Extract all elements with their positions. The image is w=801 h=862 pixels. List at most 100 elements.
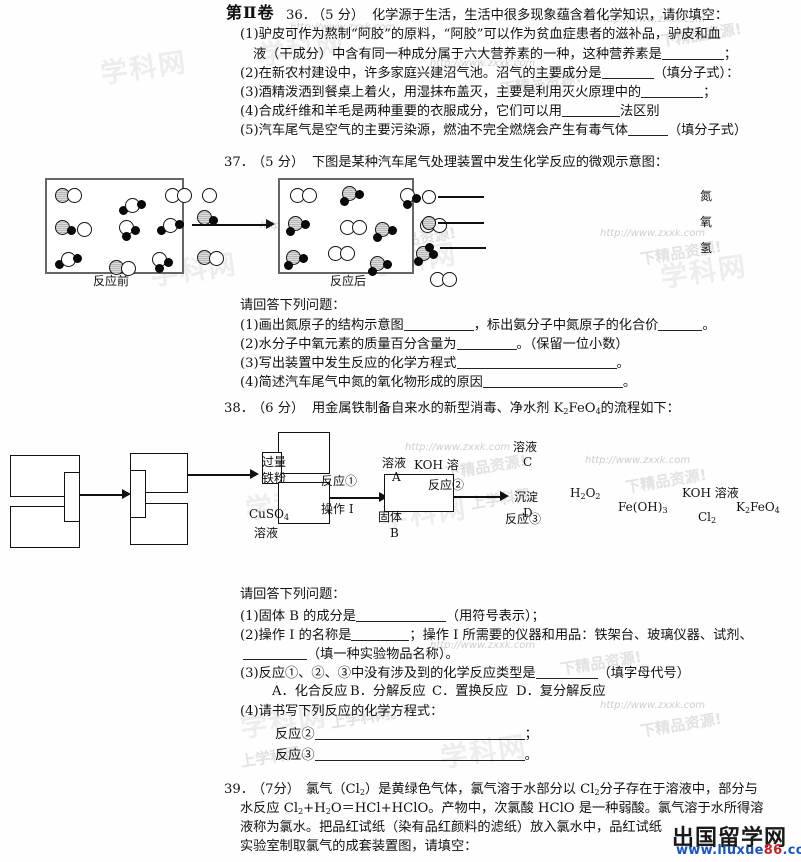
q36-item-4: (4)合成纤维和羊毛是两种重要的衣服成分，它们可以用 法区别 (240, 104, 660, 119)
q39-number: 39． (224, 782, 254, 797)
q39-line-4: 实验室制取氯气的成套装置图，请填空： (240, 839, 478, 854)
q38-choice-d[interactable]: D．复分解反应 (516, 684, 606, 699)
flow-reagent-cl2: Cl2 (698, 510, 717, 525)
atom-black (340, 197, 349, 206)
q38-eq-3: 反应③。 (275, 748, 538, 763)
q38-score: （6 分） (252, 401, 305, 416)
atom-black (373, 233, 382, 242)
atom-black (383, 260, 392, 269)
atom-black (429, 250, 438, 259)
flow-reagent-feoh3: Fe(OH)3 (618, 500, 668, 515)
flow-arrow-4-line (454, 496, 502, 499)
q37-item-4-tail: 。 (622, 375, 637, 390)
q38-choice-b[interactable]: B．分解反应 (350, 684, 426, 699)
watermark-url: http://www.zxxk.com (600, 228, 706, 239)
flow-reagent-h2o2: H2O2 (570, 486, 601, 501)
q37-score: （5 分） (252, 155, 305, 170)
q38-item-2-cont-text: （填一种实验物品名称）。 (307, 647, 459, 662)
flow-box-6 (130, 470, 146, 518)
flow-label-precipitate-d: 沉淀 (514, 490, 539, 504)
q38-item-1-pre: (1)固体 B 的成分是 (240, 609, 356, 624)
q36-item-1b-text: 液（干成分）中含有同一种成分属于六大营养素的一种，这种营养素是 (253, 47, 662, 62)
flow-box-7 (278, 432, 330, 474)
atom-black (403, 200, 412, 209)
q38-stem-sub1: 2 (563, 407, 569, 416)
q38-stem-post: 的流程如下： (600, 401, 680, 416)
q38-item-1: (1)固体 B 的成分是（用符号表示）； (240, 609, 545, 624)
watermark-url: http://www.zxxk.com (585, 455, 691, 466)
q36-item-4-tail: 法区别 (620, 104, 660, 119)
q36-item-3-tail: ； (703, 85, 717, 100)
logo-url-accent: 86 (763, 843, 783, 858)
atom-white (352, 220, 367, 235)
q36-item-1b-tail: ； (723, 47, 737, 62)
legend-swatch-nitrogen (422, 190, 436, 204)
before-label: 反应前 (93, 274, 130, 288)
flow-arrow-4-head (500, 491, 509, 501)
q39-line-1: 氯气（Cl2）是黄绿色气体，氯气溶于水部分以 Cl2分子存在于溶液中，部分与 (306, 782, 758, 798)
flow-arrow-2-head (250, 469, 259, 479)
legend-line-oxygen (438, 222, 484, 224)
q36-item-3: (3)酒精泼洒到餐桌上着火，用湿抹布盖灭，主要是利用灭火原理中的； (240, 85, 716, 100)
atom-white (77, 222, 92, 237)
flow-label-reaction-1: 反应① (321, 474, 358, 488)
q37-item-3: (3)写出装置中发生反应的化学方程式。 (240, 356, 630, 371)
flow-label-solution-cuso4: 溶液 (254, 526, 279, 540)
flow-label-d: D (523, 506, 533, 520)
q38-item-3-pre: (3)反应①、②、③中没有涉及到的化学反应类型是 (240, 666, 536, 681)
atom-white (209, 251, 224, 266)
q38-eq-2-label: 反应② (275, 727, 315, 742)
flow-box-10 (384, 474, 454, 512)
q37-intro: 请回答下列问题： (240, 298, 346, 313)
q38-eq-2-tail: ； (524, 727, 538, 742)
legend-label-oxygen: 氧 (700, 215, 713, 229)
atom-white (442, 272, 457, 287)
q38-number: 38． (224, 401, 254, 416)
q37-item-2-mid: 。（保留一位小数） (516, 337, 629, 352)
flow-label-operation-1: 操作 I (321, 502, 354, 516)
atom-black (175, 220, 184, 229)
legend-label-hydrogen: 氢 (700, 241, 713, 255)
q36-item-2-tail: （填分子式）： (653, 66, 740, 81)
q38-choice-a[interactable]: A．化合反应 (272, 684, 348, 699)
q38-item-4: (4)请书写下列反应的化学方程式： (240, 704, 444, 719)
q38-eq-3-label: 反应③ (275, 748, 315, 763)
atom-grey (55, 188, 70, 203)
q38-stem: 用金属铁制备自来水的新型消毒、净水剂 K2FeO4的流程如下： (312, 402, 680, 419)
flow-reagent-koh: KOH 溶液 (682, 486, 739, 500)
atom-white (67, 188, 82, 203)
flow-reagent-k2feo4: K2FeO4 (736, 500, 780, 515)
flow-arrow-1-line (80, 494, 123, 497)
page-title: 第Ⅱ卷 (226, 3, 275, 22)
atom-white (121, 261, 136, 276)
flow-label-solution-a: 溶液 (382, 456, 407, 470)
q38-item-3: (3)反应①、②、③中没有涉及到的化学反应类型是（填字母代号） (240, 666, 690, 681)
after-label: 反应后 (330, 274, 367, 288)
atom-black (368, 267, 377, 276)
atom-black (155, 264, 164, 273)
q38-choice-c[interactable]: C．置换反应 (432, 684, 509, 699)
q37-item-1-pre: (1)画出氮原子的结构示意图 (240, 318, 404, 333)
q38-item-2-mid: ；操作 I 所需要的仪器和用品：铁架台、玻璃仪器、试剂、 (409, 628, 753, 643)
q36-item-5-text: (5)汽车尾气是空气的主要污染源，燃油不完全燃烧会产生有毒气体 (240, 123, 628, 138)
flow-label-b: B (390, 526, 399, 540)
watermark-slogan: 下精品资源! (639, 709, 723, 741)
atom-black (286, 227, 295, 236)
q36-stem: 化学源于生活，生活中很多现象蕴含着化学知识，请你填空： (372, 8, 729, 23)
q36-item-4-text: (4)合成纤维和羊毛是两种重要的衣服成分，它们可以用 (240, 104, 562, 119)
q37-item-1: (1)画出氮原子的结构示意图，标出氨分子中氮原子的化合价。 (240, 318, 716, 333)
atom-black (284, 261, 293, 270)
q37-item-1-tail: 。 (702, 318, 716, 333)
flow-label-reaction-3: 反应③ (505, 512, 542, 526)
q39-line-3: 液称为氯水。把品红试纸（染有品红颜料的滤纸）放入氯水中，品红试纸 (240, 820, 662, 835)
q36-item-1b: 液（干成分）中含有同一种成分属于六大营养素的一种，这种营养素是 ； (253, 47, 737, 62)
atom-black (73, 254, 82, 263)
atom-white (302, 188, 317, 203)
q37-item-4: (4)简述汽车尾气中氮的氧化物形成的原因。 (240, 375, 636, 390)
q38-intro: 请回答下列问题： (240, 587, 346, 602)
q37-item-3-tail: 。 (616, 356, 630, 371)
atom-white (202, 188, 217, 203)
legend-swatch-oxygen (422, 216, 436, 230)
atom-black (164, 258, 173, 267)
